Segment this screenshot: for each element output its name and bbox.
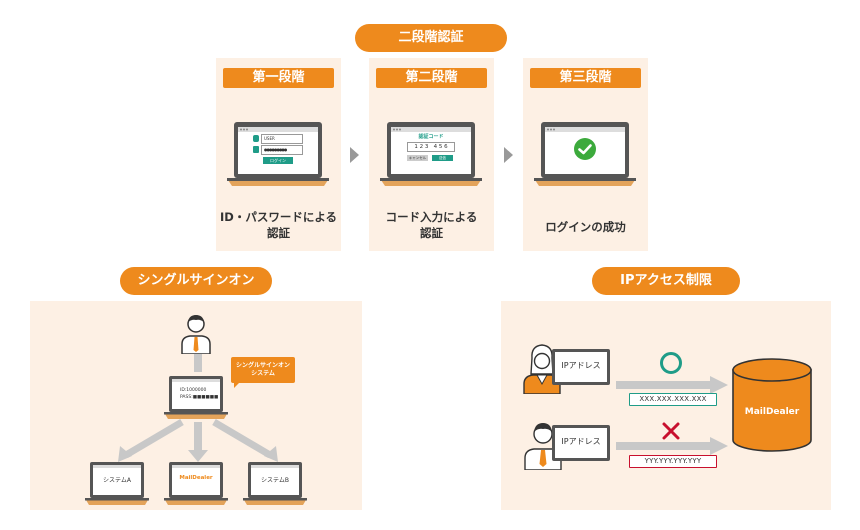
step1-caption: ID・パスワードによる 認証 (220, 210, 337, 240)
step2-code-field: 1 2 3 4 5 6 (407, 142, 455, 152)
step3-caption: ログインの成功 (545, 220, 626, 234)
deny-cross-icon (662, 422, 680, 440)
user-person-icon (181, 315, 211, 354)
ip-laptop-denied-label: IPアドレス (561, 437, 601, 446)
step-arrow-2 (504, 147, 513, 163)
system-b-label: システムB (261, 477, 289, 484)
step1-user-icon (253, 135, 259, 142)
ip-laptop-allowed (552, 349, 610, 385)
allowed-ip-tag: XXX.XXX.XXX.XXX (629, 393, 717, 406)
step2-cancel-button: キャンセル (407, 155, 428, 161)
ip-laptop-denied (552, 425, 610, 461)
two-factor-title: 二段階認証 (355, 24, 507, 52)
denied-ip-tag: YYY.YYY.YYY.YYY (629, 455, 717, 468)
maildealer-server (732, 358, 812, 452)
sso-arrows (118, 354, 278, 462)
step1-password-field: ●●●●●●●●● (261, 145, 303, 155)
ip-laptop-allowed-label: IPアドレス (561, 361, 601, 370)
step3-label: 第三段階 (530, 68, 641, 88)
ip-title: IPアクセス制限 (592, 267, 740, 295)
system-maildealer-label: MailDealer (179, 475, 213, 481)
step2-caption: コード入力による 認証 (385, 210, 478, 240)
step1-user-field: USER (261, 134, 303, 144)
step1-lock-icon (253, 146, 259, 153)
system-a-laptop (85, 462, 149, 505)
system-a-label: システムA (103, 477, 131, 484)
sso-central-laptop (164, 376, 228, 419)
step1-label: 第一段階 (223, 68, 334, 88)
allow-arrow (616, 376, 728, 394)
step2-label: 第二段階 (376, 68, 487, 88)
maildealer-server-label: MailDealer (744, 407, 800, 417)
step1-login-button: ログイン (263, 157, 293, 164)
sso-pass-line: PASS:■■■■■■ (180, 395, 219, 400)
system-maildealer-laptop (164, 462, 228, 505)
user-woman-icon (523, 344, 561, 394)
step2-ok-button: 送信 (432, 155, 453, 161)
check-icon (574, 138, 596, 160)
sso-id-line: ID:1000000 (180, 388, 207, 393)
step-arrow-1 (350, 147, 359, 163)
step2-laptop (380, 122, 482, 186)
sso-bubble: シングルサインオン システム (231, 357, 295, 383)
step2-code-title: 認証コード (418, 134, 444, 140)
allow-circle-icon (660, 352, 682, 374)
sso-bubble-tail (234, 381, 241, 388)
system-b-laptop (243, 462, 307, 505)
sso-title: シングルサインオン (120, 267, 272, 295)
deny-arrow (616, 437, 728, 455)
